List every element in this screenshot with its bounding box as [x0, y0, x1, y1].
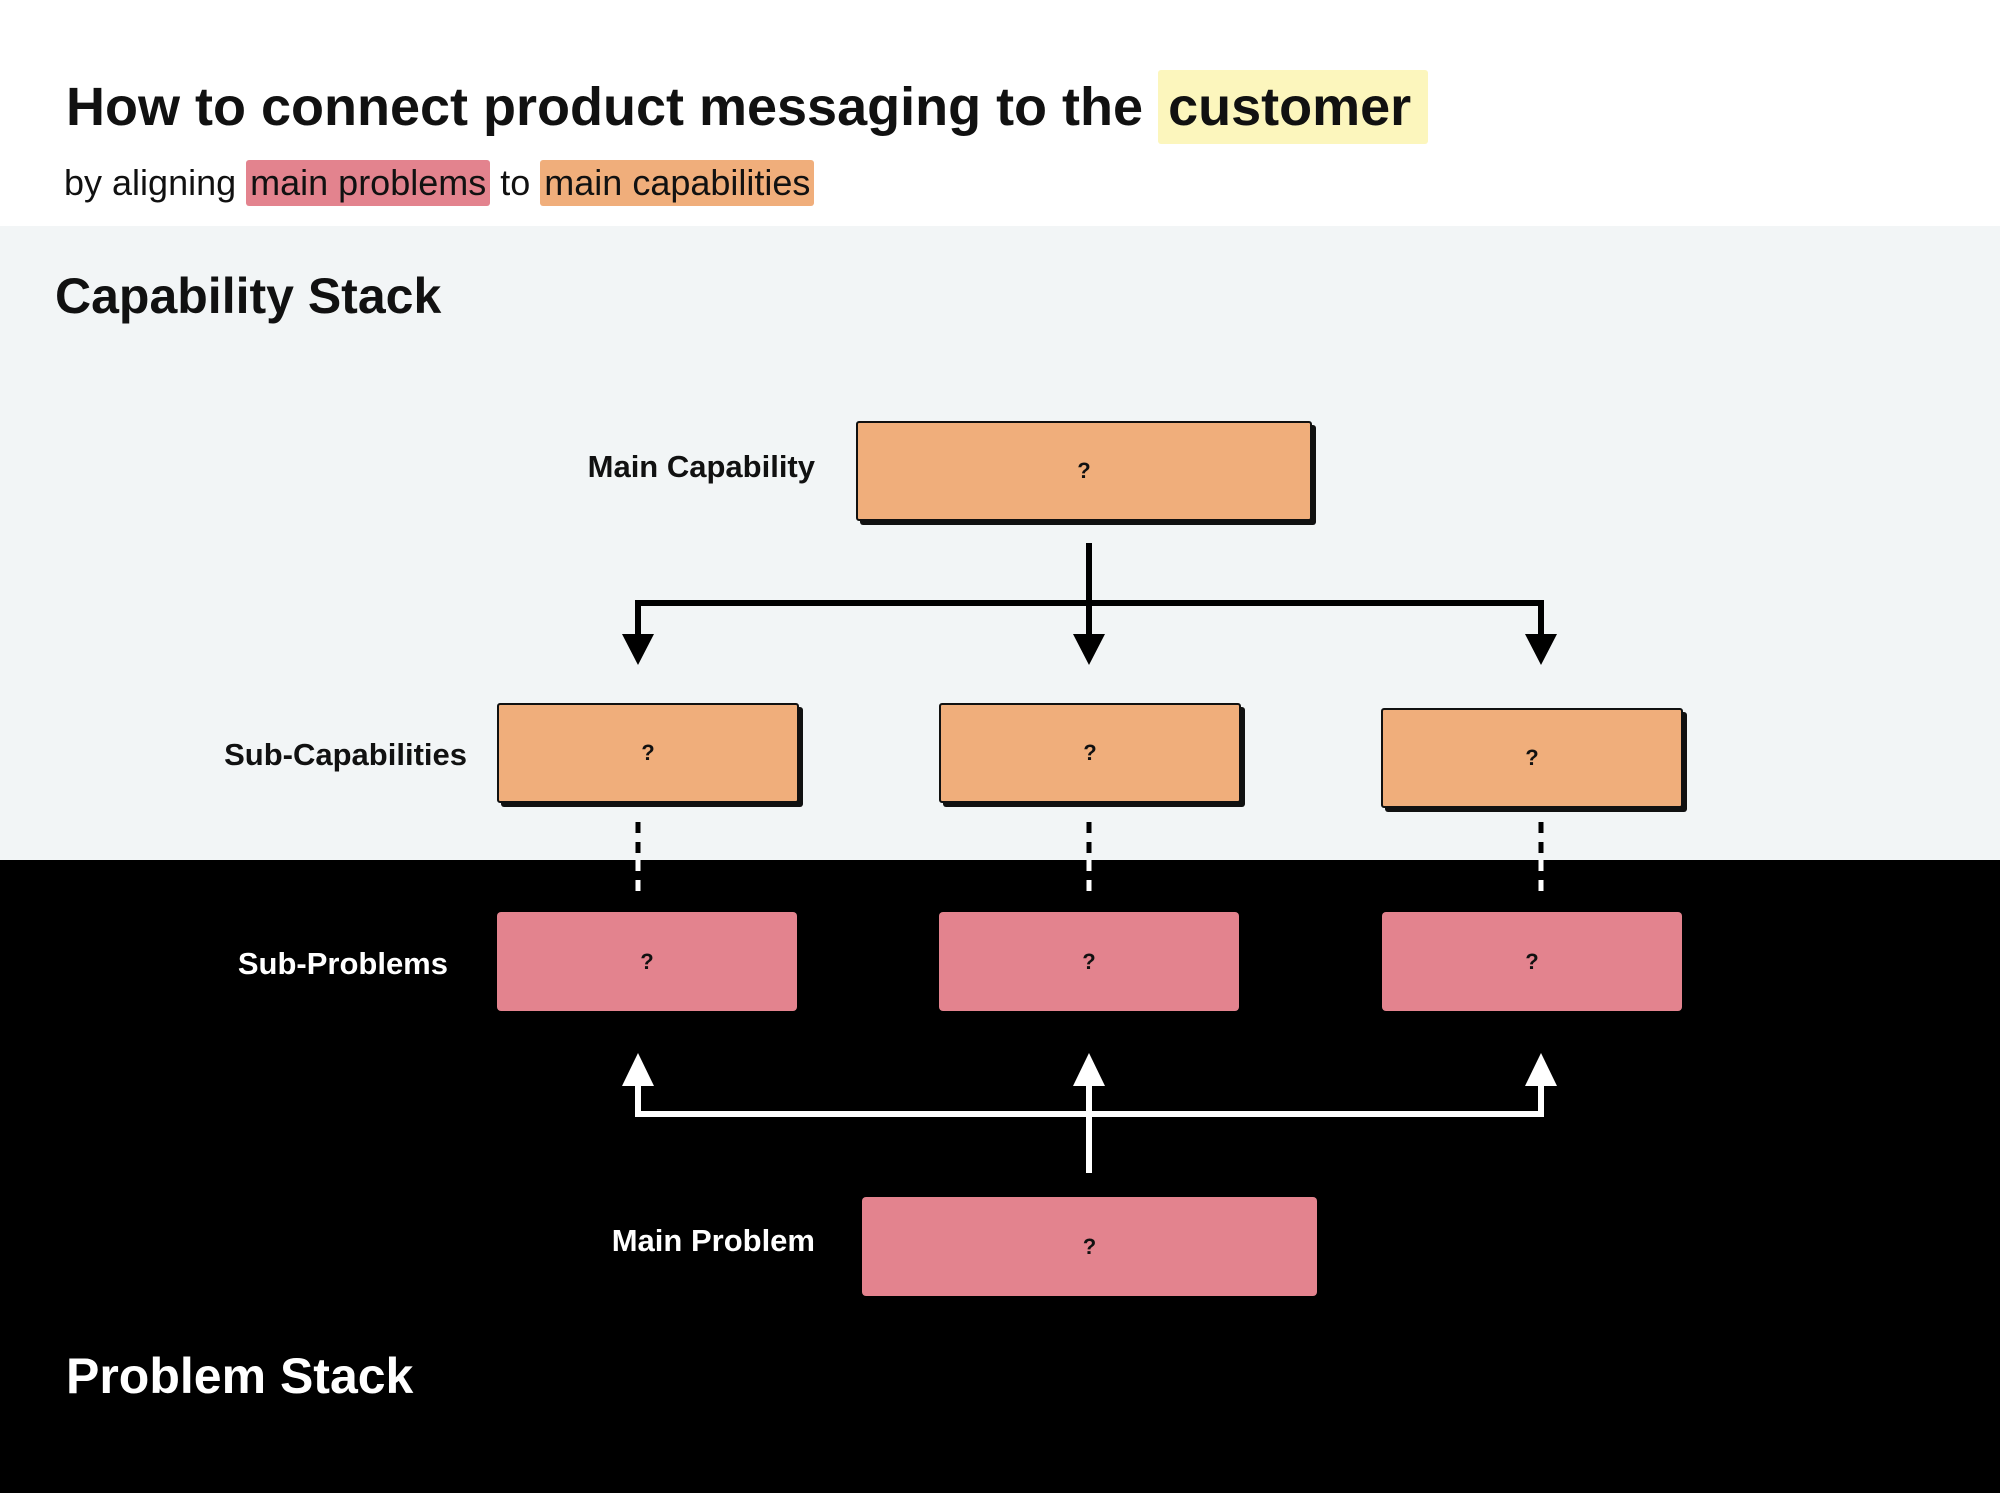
sub-problem-box-2: ? [939, 912, 1239, 1011]
title-text: How to connect product messaging to the [66, 77, 1144, 137]
capabilities-tag: main capabilities [540, 160, 815, 206]
header: How to connect product messaging to the … [0, 0, 2000, 226]
capability-tree-connector [635, 543, 1544, 640]
page-subtitle: by aligning main problems to main capabi… [64, 160, 815, 206]
problem-tree-connector [635, 1080, 1544, 1173]
sub-problem-box-3: ? [1382, 912, 1682, 1011]
sub-problems-label: Sub-Problems [237, 946, 448, 981]
problem-arrowheads [622, 1053, 1557, 1086]
main-problem-label: Main Problem [611, 1223, 815, 1258]
sub-capabilities-label: Sub-Capabilities [224, 737, 467, 772]
problems-tag: main problems [246, 160, 491, 206]
arrow-down-icon [1525, 634, 1557, 665]
sub-problem-box-1: ? [497, 912, 797, 1011]
arrow-up-icon [1525, 1053, 1557, 1086]
title-highlight: customer [1158, 70, 1429, 144]
problem-stack-title: Problem Stack [66, 1348, 414, 1404]
sub-capability-box-1: ? [497, 703, 799, 803]
arrow-up-icon [1073, 1053, 1105, 1086]
capability-stack-title: Capability Stack [55, 268, 442, 324]
sub-capability-box-3: ? [1381, 708, 1683, 808]
main-capability-label: Main Capability [587, 449, 815, 484]
arrow-down-icon [1073, 634, 1105, 665]
subtitle-text: by aligning [64, 162, 237, 203]
sub-capability-box-2: ? [939, 703, 1241, 803]
arrow-down-icon [622, 634, 654, 665]
main-capability-box: ? [856, 421, 1312, 521]
capability-arrowheads [622, 634, 1557, 665]
main-problem-box: ? [862, 1197, 1317, 1296]
page-title: How to connect product messaging to the … [66, 70, 1429, 144]
alignment-dotted-links [635, 822, 1544, 900]
subtitle-connector: to [500, 162, 531, 203]
arrow-up-icon [622, 1053, 654, 1086]
